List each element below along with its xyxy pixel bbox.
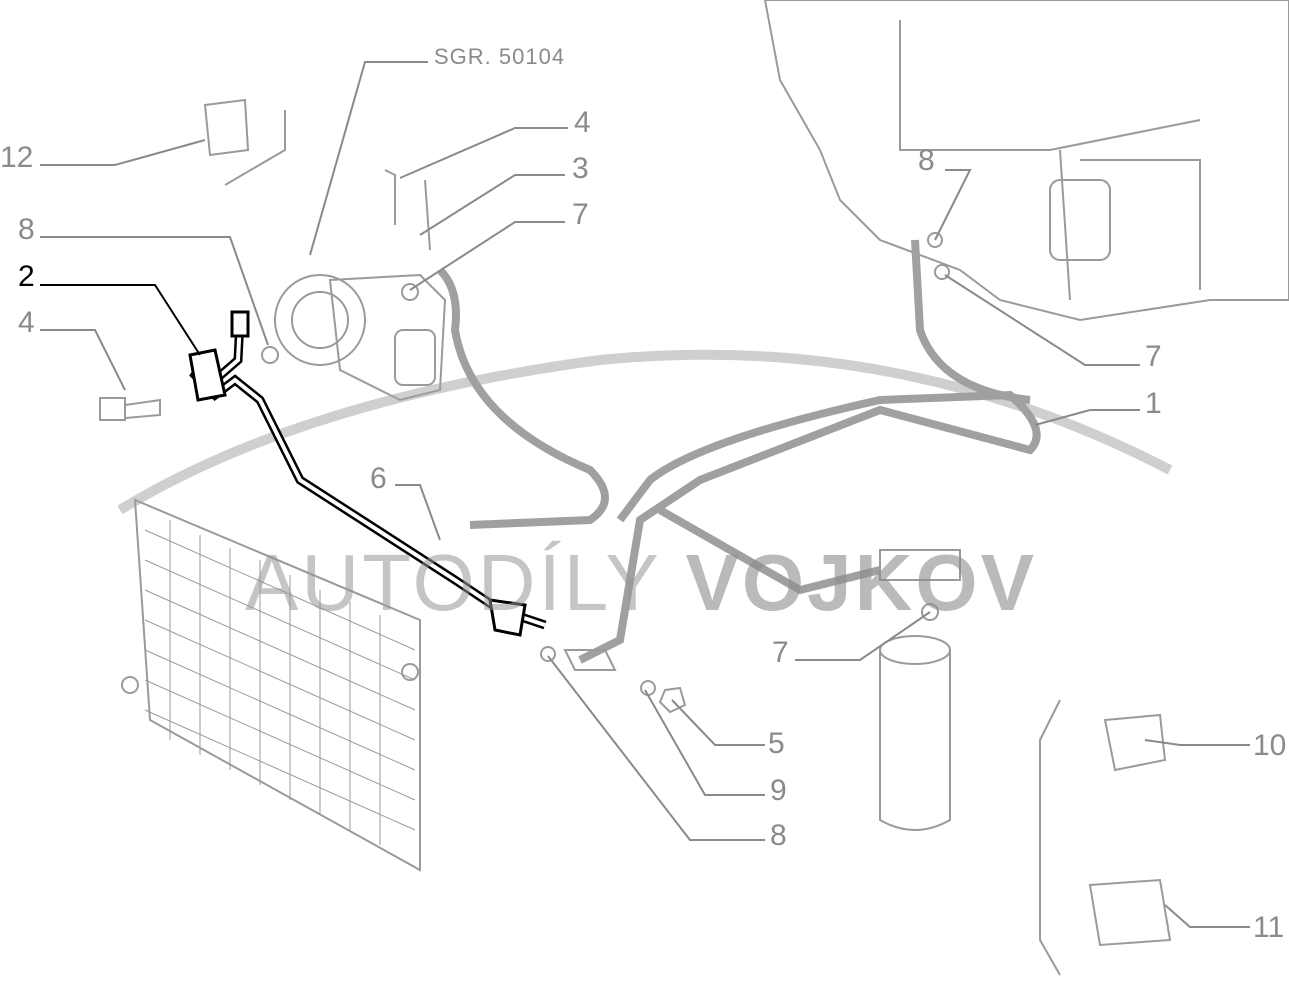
callout-8[interactable]: 8 <box>918 144 935 177</box>
watermark-bold: VOJKOV <box>685 538 1037 627</box>
callout-8[interactable]: 8 <box>770 819 787 852</box>
callout-2[interactable]: 2 <box>18 260 35 293</box>
reference-label: SGR. 50104 <box>434 44 566 69</box>
leader-line-2 <box>40 284 201 356</box>
callout-8[interactable]: 8 <box>18 213 35 246</box>
callout-4[interactable]: 4 <box>18 306 35 339</box>
callout-7[interactable]: 7 <box>1145 340 1162 373</box>
watermark-light: AUTODÍLY <box>245 538 661 627</box>
hose-main <box>578 390 1041 664</box>
callout-7[interactable]: 7 <box>572 198 589 231</box>
heater-unit <box>763 0 1289 322</box>
part-12-bushing <box>203 98 250 157</box>
hose-suction <box>437 267 609 529</box>
watermark-swoosh <box>117 349 1173 515</box>
receiver-dryer <box>879 549 961 831</box>
compressor <box>274 273 447 402</box>
clip-10 <box>1103 713 1167 772</box>
bolt-4a <box>99 397 126 421</box>
callout-3[interactable]: 3 <box>572 152 589 185</box>
hose-part-2 <box>188 310 547 637</box>
condenser <box>121 498 421 872</box>
callout-4[interactable]: 4 <box>574 106 591 139</box>
callout-10[interactable]: 10 <box>1253 729 1287 762</box>
callout-12[interactable]: 12 <box>0 141 34 174</box>
callout-9[interactable]: 9 <box>770 774 787 807</box>
callout-6[interactable]: 6 <box>370 462 387 495</box>
callout-11[interactable]: 11 <box>1253 911 1285 944</box>
leader-lines <box>40 61 1250 928</box>
callout-5[interactable]: 5 <box>768 727 785 760</box>
callout-7[interactable]: 7 <box>772 636 789 669</box>
watermark: AUTODÍLY VOJKOV <box>245 543 1037 623</box>
clip-11 <box>1088 878 1172 947</box>
callout-1[interactable]: 1 <box>1145 387 1162 420</box>
